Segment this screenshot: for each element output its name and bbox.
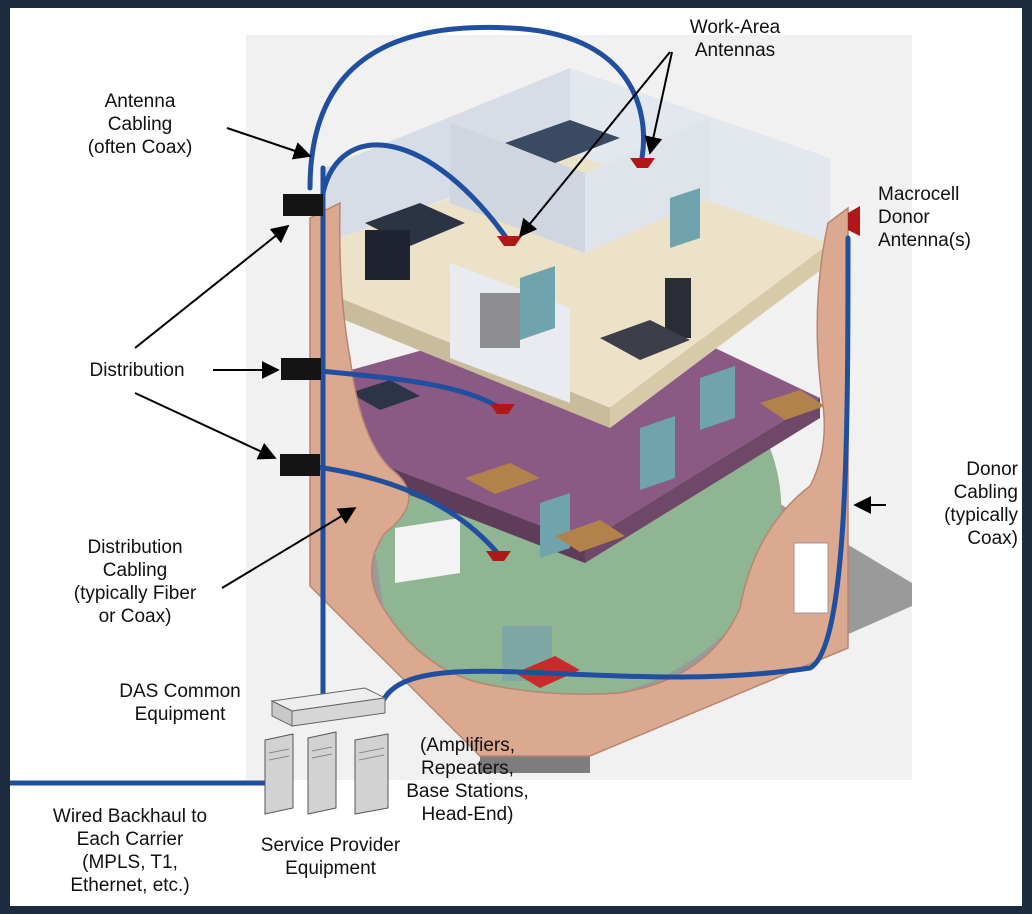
- work-area-antennas-label: Work-Area Antennas: [689, 17, 781, 61]
- second-floor-edge: [340, 448, 585, 563]
- floor-antenna-middle: [490, 404, 515, 414]
- second-floor-edge-right: [585, 398, 820, 563]
- partition-wall-b: [585, 118, 710, 253]
- diagram-frame: Work-Area Antennas Antenna Cabling (ofte…: [10, 8, 1022, 906]
- service-provider-label: Service Provider Equipment: [260, 835, 401, 879]
- floor-antenna-bottom: [486, 551, 511, 561]
- antenna-cabling-label: Antenna Cabling (often Coax): [87, 91, 193, 158]
- work-area-antenna-left: [497, 236, 522, 246]
- wired-backhaul-label: Wired Backhaul to Each Carrier (MPLS, T1…: [52, 806, 208, 896]
- cutaway-wall: [309, 201, 849, 757]
- distribution-unit-middle: [281, 358, 321, 380]
- das-building-diagram: [10, 24, 912, 815]
- amplifiers-label: (Amplifiers, Repeaters, Base Stations, H…: [406, 735, 529, 825]
- distribution-unit-bottom: [280, 454, 320, 476]
- annotation-arrows: [134, 51, 886, 589]
- distribution-cabling-label: Distribution Cabling (typically Fiber or…: [73, 537, 197, 627]
- donor-cabling-label: Donor Cabling (typically Coax): [944, 459, 1018, 549]
- cable-network: [10, 24, 851, 786]
- work-area-antenna-right: [630, 158, 655, 168]
- top-floor-edge-right: [610, 243, 830, 428]
- das-common-equipment-label: DAS Common Equipment: [119, 681, 241, 725]
- partition-wall-a: [450, 123, 585, 253]
- macrocell-donor-antenna: [848, 206, 860, 236]
- distribution-unit-top: [283, 194, 323, 216]
- office-furniture: [350, 120, 825, 688]
- das-common-equipment: [270, 687, 387, 727]
- top-back-wall-left: [325, 68, 570, 238]
- distribution-label: Distribution: [89, 360, 185, 381]
- macrocell-donor-label: Macrocell Donor Antenna(s): [878, 184, 971, 251]
- service-provider-equipment: [264, 731, 389, 815]
- exterior-door: [793, 542, 829, 614]
